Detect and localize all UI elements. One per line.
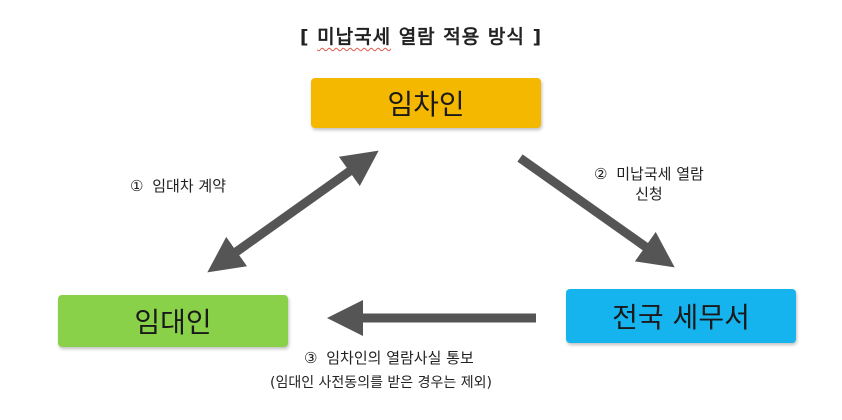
step1-text: 임대차 계약 [152, 177, 227, 195]
title-bracket-close: ] [532, 26, 543, 48]
arrow-contract [207, 150, 379, 273]
step1-label: ① 임대차 계약 [130, 176, 226, 196]
tax-office-box: 전국 세무서 [566, 289, 796, 343]
title-rest: 열람 적용 방식 [398, 26, 525, 48]
landlord-label: 임대인 [134, 306, 212, 339]
step2-line1: 미납국세 열람 [616, 165, 704, 183]
step3-number: ③ [304, 349, 318, 367]
tax-office-label: 전국 세무서 [612, 301, 750, 334]
diagram-title: [ 미납국세 열람 적용 방식 ] [0, 22, 842, 49]
tenant-box: 임차인 [311, 78, 541, 128]
tenant-label: 임차인 [387, 88, 465, 121]
step2-number: ② [594, 165, 608, 183]
step1-number: ① [130, 177, 144, 195]
step3-text: 임차인의 열람사실 통보 [326, 349, 474, 367]
arrow-request [517, 154, 675, 268]
title-bracket-open: [ [299, 26, 310, 48]
step2-label: ② 미납국세 열람 신청 [594, 164, 704, 204]
landlord-box: 임대인 [58, 295, 288, 347]
step2-line2: 신청 [635, 185, 663, 203]
step3-note: (임대인 사전동의를 받은 경우는 제외) [270, 375, 492, 391]
step3-label: ③ 임차인의 열람사실 통보 [304, 348, 474, 368]
title-underlined-word: 미납국세 [317, 26, 392, 48]
